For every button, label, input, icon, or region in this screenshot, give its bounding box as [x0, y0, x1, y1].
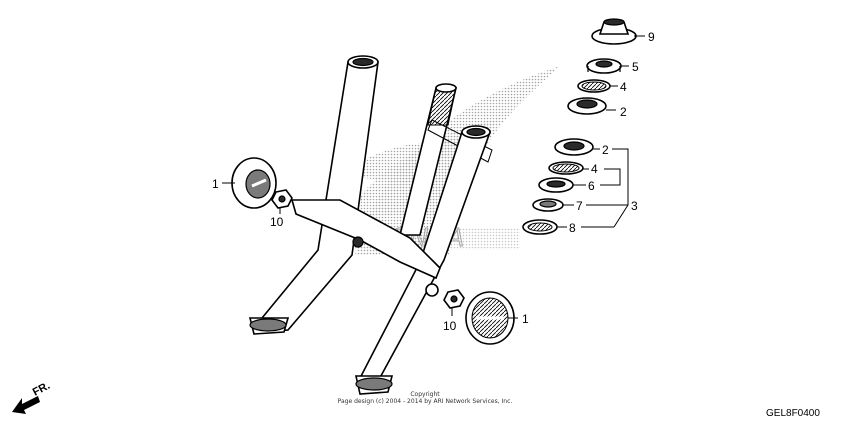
callout-10-left: 10	[270, 215, 284, 229]
ball-race-upper	[577, 79, 611, 93]
diagram-code: GEL8F0400	[766, 408, 820, 419]
callout-3: 3	[631, 199, 638, 213]
adjusting-nut	[586, 58, 622, 74]
ball-race-lower	[548, 161, 584, 175]
callout-9: 9	[648, 30, 655, 44]
nut-right	[443, 289, 465, 309]
copyright-line-2: Page design (c) 2004 - 2014 by ARI Netwo…	[338, 398, 513, 405]
group-bracket-3	[586, 148, 629, 228]
cone-race-lower	[554, 138, 594, 156]
race-6	[538, 177, 574, 193]
washer-8	[522, 219, 558, 235]
direction-label: FR.	[31, 380, 52, 399]
copyright-line-1: Copyright	[410, 391, 440, 398]
callout-1-left: 1	[212, 177, 219, 191]
callout-5: 5	[632, 60, 639, 74]
lock-nut	[591, 18, 637, 45]
front-direction-arrow: FR.	[12, 380, 52, 414]
upper-bearing-stack	[567, 18, 637, 115]
nut-left	[271, 189, 293, 209]
bottom-bridge	[290, 199, 441, 280]
fork-leg-left	[248, 55, 379, 335]
callout-2-upper: 2	[620, 105, 627, 119]
front-fork-assembly	[248, 55, 493, 395]
cover-left	[231, 157, 277, 209]
cone-race-upper	[567, 97, 607, 115]
dust-seal-7	[532, 198, 564, 212]
callout-1-right: 1	[522, 312, 529, 326]
callout-10-right: 10	[443, 319, 457, 333]
callout-6: 6	[588, 179, 595, 193]
callout-7: 7	[576, 199, 583, 213]
cover-right	[465, 291, 515, 345]
callout-4-lower: 4	[591, 162, 598, 176]
callout-8: 8	[569, 221, 576, 235]
lower-bearing-stack	[522, 138, 594, 235]
callout-4-upper: 4	[620, 80, 627, 94]
callout-2-lower: 2	[602, 143, 609, 157]
